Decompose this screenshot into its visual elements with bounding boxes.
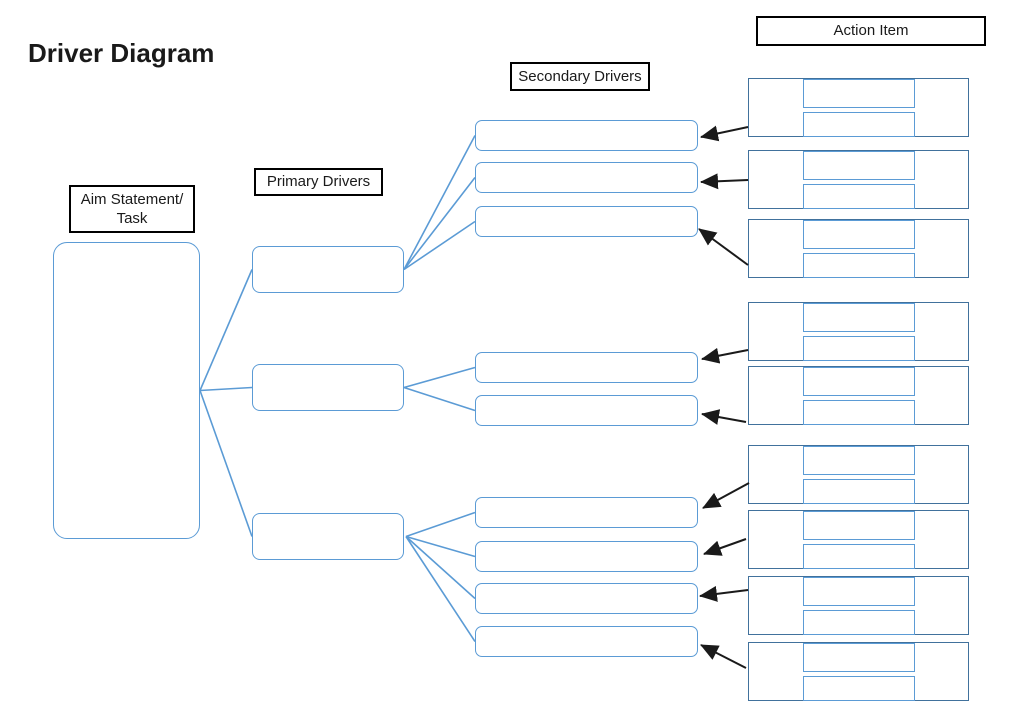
secondary-driver-box-5[interactable] [475,395,698,426]
connector-aim-to-primary-2 [199,386,253,392]
action-item-box-5[interactable] [748,366,969,425]
arrow-action-8-to-secondary-8 [699,585,749,602]
action-item-label-text: Action Item [833,22,909,40]
action-item-box-8[interactable] [748,576,969,635]
secondary-driver-box-4[interactable] [475,352,698,383]
action-item-field-bottom-8[interactable] [803,610,915,635]
page-title: Driver Diagram [28,38,215,68]
secondary-drivers-label: Secondary Drivers [510,62,650,91]
action-item-box-7[interactable] [748,510,969,569]
connector-primary-3-to-secondary-8 [405,535,476,600]
primary-drivers-label: Primary Drivers [254,168,383,196]
action-item-box-9[interactable] [748,642,969,701]
action-item-field-top-9[interactable] [803,643,915,672]
action-item-field-bottom-1[interactable] [803,112,915,137]
secondary-driver-box-3[interactable] [475,206,698,237]
action-item-field-top-4[interactable] [803,303,915,332]
action-item-field-top-2[interactable] [803,151,915,180]
primary-driver-box-2[interactable] [252,364,404,411]
arrow-action-5-to-secondary-5 [701,409,747,425]
action-item-box-6[interactable] [748,445,969,504]
secondary-driver-box-6[interactable] [475,497,698,528]
action-item-field-top-3[interactable] [803,220,915,249]
action-item-box-1[interactable] [748,78,969,137]
connector-primary-2-to-secondary-5 [403,386,476,412]
action-item-field-top-6[interactable] [803,446,915,475]
arrow-action-3-to-secondary-3 [698,228,749,266]
action-item-field-top-5[interactable] [803,367,915,396]
aim-statement-label-line1: Aim Statement/ [80,190,184,208]
action-item-field-bottom-7[interactable] [803,544,915,569]
action-item-field-top-8[interactable] [803,577,915,606]
action-item-field-top-7[interactable] [803,511,915,540]
primary-drivers-label-text: Primary Drivers [266,173,371,191]
connector-primary-1-to-secondary-2 [403,177,476,270]
action-item-field-bottom-5[interactable] [803,400,915,425]
connector-primary-1-to-secondary-1 [403,135,476,270]
action-item-box-2[interactable] [748,150,969,209]
primary-driver-box-3[interactable] [252,513,404,560]
connector-aim-to-primary-1 [199,269,253,391]
aim-statement-box[interactable] [53,242,200,539]
secondary-driver-box-7[interactable] [475,541,698,572]
connector-aim-to-primary-3 [199,390,253,537]
action-item-label: Action Item [756,16,986,46]
secondary-driver-box-8[interactable] [475,583,698,614]
action-item-field-bottom-4[interactable] [803,336,915,361]
arrow-action-4-to-secondary-4 [701,347,749,364]
action-item-box-4[interactable] [748,302,969,361]
action-item-field-bottom-3[interactable] [803,253,915,278]
action-item-field-top-1[interactable] [803,79,915,108]
secondary-driver-box-9[interactable] [475,626,698,657]
arrow-action-7-to-secondary-7 [703,538,747,556]
action-item-field-bottom-6[interactable] [803,479,915,504]
action-item-box-3[interactable] [748,219,969,278]
action-item-field-bottom-9[interactable] [803,676,915,701]
connector-primary-3-to-secondary-9 [405,536,476,642]
arrow-action-1-to-secondary-1 [700,125,749,142]
secondary-driver-box-2[interactable] [475,162,698,193]
action-item-field-bottom-2[interactable] [803,184,915,209]
connector-primary-2-to-secondary-4 [403,366,476,389]
secondary-driver-box-1[interactable] [475,120,698,151]
aim-statement-label: Aim Statement/ Task [69,185,195,233]
primary-driver-box-1[interactable] [252,246,404,293]
secondary-drivers-label-text: Secondary Drivers [518,67,642,85]
arrow-action-6-to-secondary-6 [702,482,750,509]
connector-primary-3-to-secondary-7 [405,535,476,558]
aim-statement-label-line2: Task [116,210,148,227]
connector-primary-3-to-secondary-6 [405,511,476,538]
connector-primary-1-to-secondary-3 [403,220,476,271]
arrow-action-9-to-secondary-9 [700,644,747,669]
arrow-action-2-to-secondary-2 [700,173,749,190]
